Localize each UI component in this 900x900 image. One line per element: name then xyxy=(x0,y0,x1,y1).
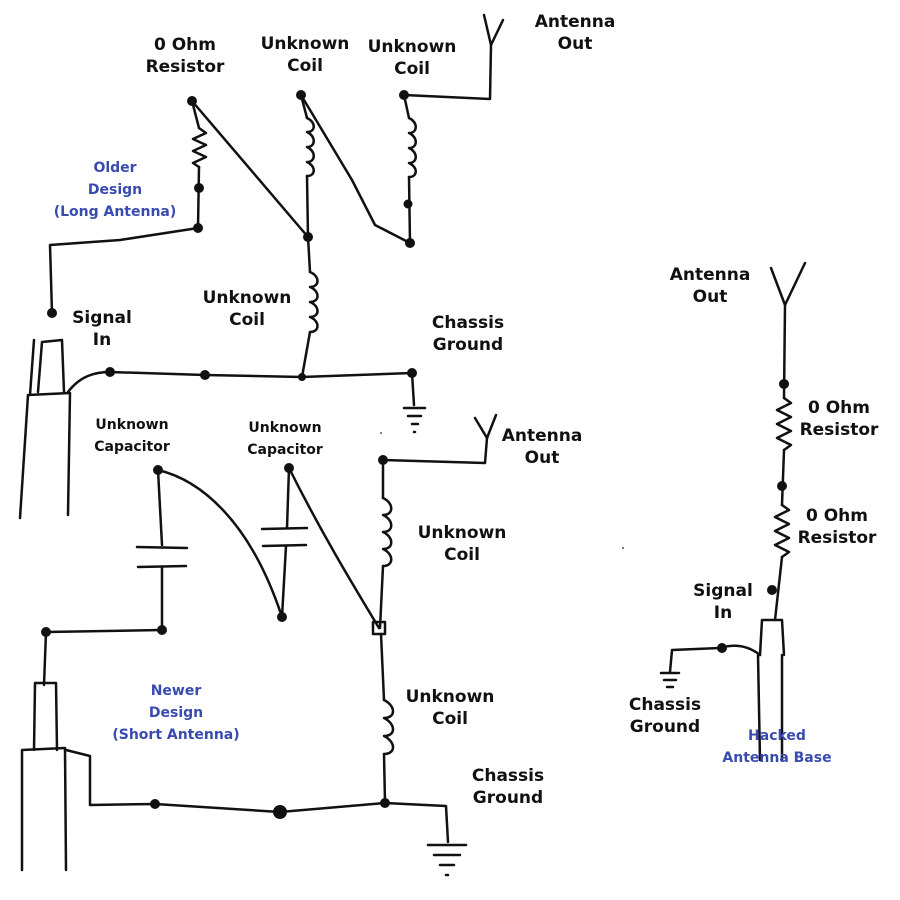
newer-connector-body xyxy=(20,681,68,872)
newer-cap1-plates xyxy=(135,545,189,569)
hacked-chassis-ground-label: Chassis Ground xyxy=(628,695,702,737)
newer-cap1-lead-top xyxy=(156,468,164,547)
hacked-resistor-1-label: 0 Ohm Resistor xyxy=(799,398,879,440)
newer-capacitor-2-label: Unknown Capacitor xyxy=(247,420,323,458)
older-wire-to-antenna xyxy=(402,43,493,101)
newer-wire-cap1-to-cap2 xyxy=(156,468,284,619)
newer-wire-antenna xyxy=(381,436,489,465)
newer-coil1-loops xyxy=(381,496,393,568)
older-coil-top-1-label: Unknown Coil xyxy=(260,34,350,76)
older-antenna-symbol xyxy=(482,13,505,47)
hacked-wire-resistor1-to-resistor2 xyxy=(780,448,786,507)
hacked-signal-in-label: Signal In xyxy=(693,581,753,623)
newer-coil2-loops xyxy=(382,698,395,756)
newer-coil2-lead-bottom xyxy=(382,752,387,805)
older-chassis-ground-label: Chassis Ground xyxy=(431,313,505,355)
hacked-design-note: Hacked Antenna Base xyxy=(722,728,832,766)
newer-coil-junction-box xyxy=(371,620,387,636)
older-coil-mid-lead-top xyxy=(306,235,312,274)
older-design-circuit xyxy=(18,13,505,520)
hacked-resistor1-zigzag xyxy=(775,396,793,452)
newer-ground-symbol xyxy=(426,843,468,877)
older-resistor-label: 0 Ohm Resistor xyxy=(145,35,225,77)
hacked-resistor-2-label: 0 Ohm Resistor xyxy=(797,506,877,548)
hacked-wire-resistor2-to-base xyxy=(773,555,784,622)
newer-antenna-symbol xyxy=(473,413,498,440)
newer-design-circuit xyxy=(20,413,498,877)
hacked-resistor2-zigzag xyxy=(773,503,791,559)
newer-antenna-out-label: Antenna Out xyxy=(501,426,583,468)
older-connector-body xyxy=(18,338,72,520)
older-resistor-zigzag xyxy=(191,126,208,169)
newer-coil2-lead-top xyxy=(379,632,386,702)
hacked-ground-wire xyxy=(668,644,762,674)
newer-cap2-lead-top xyxy=(285,466,291,530)
older-design-note: Older Design (Long Antenna) xyxy=(53,160,177,220)
older-resistor-lead-bottom xyxy=(196,165,201,230)
newer-cap2-lead-bottom xyxy=(280,544,288,619)
hacked-design-circuit xyxy=(659,261,807,762)
stray-marks xyxy=(380,432,624,549)
older-wire-coil1-to-coil2 xyxy=(299,93,412,245)
older-ground-bus xyxy=(66,370,416,407)
older-wire-resistor-to-coil-junction xyxy=(190,99,310,239)
newer-capacitor-1-label: Unknown Capacitor xyxy=(94,417,170,455)
older-signal-in-label: Signal In xyxy=(72,308,132,350)
older-junction-dots xyxy=(47,90,417,381)
newer-junction-dots xyxy=(41,455,390,819)
older-ground-symbol xyxy=(402,406,427,434)
hacked-antenna-symbol xyxy=(769,261,807,307)
newer-wire-cap2-to-coil-junction xyxy=(287,466,381,630)
older-coil-mid-label: Unknown Coil xyxy=(202,288,292,330)
older-coil2-loops xyxy=(407,116,417,179)
newer-coil-2-label: Unknown Coil xyxy=(405,687,495,729)
newer-coil1-lead-bottom xyxy=(378,564,385,630)
newer-ground-bus xyxy=(64,748,450,844)
newer-cap2-plates xyxy=(260,526,309,548)
hacked-junction-dots xyxy=(717,379,789,653)
newer-chassis-ground-label: Chassis Ground xyxy=(471,766,545,808)
older-antenna-out-label: Antenna Out xyxy=(534,12,616,54)
hacked-connector-body xyxy=(756,618,786,762)
older-coil1-loops xyxy=(305,116,315,178)
older-wire-signal-to-resistor xyxy=(48,226,200,315)
newer-coil-1-label: Unknown Coil xyxy=(417,523,507,565)
hacked-ground-symbol xyxy=(659,671,681,689)
older-coil-top-2-label: Unknown Coil xyxy=(367,37,457,79)
older-coil1-lead-bottom xyxy=(305,174,310,239)
newer-wire-signal-to-cap1 xyxy=(42,628,164,687)
newer-design-note: Newer Design (Short Antenna) xyxy=(112,683,240,743)
hacked-antenna-out-label: Antenna Out xyxy=(669,265,751,307)
older-coil-mid-lead-bottom xyxy=(300,330,312,379)
older-coil2-lead-bottom xyxy=(407,175,412,245)
older-coil-mid-loops xyxy=(308,270,319,334)
